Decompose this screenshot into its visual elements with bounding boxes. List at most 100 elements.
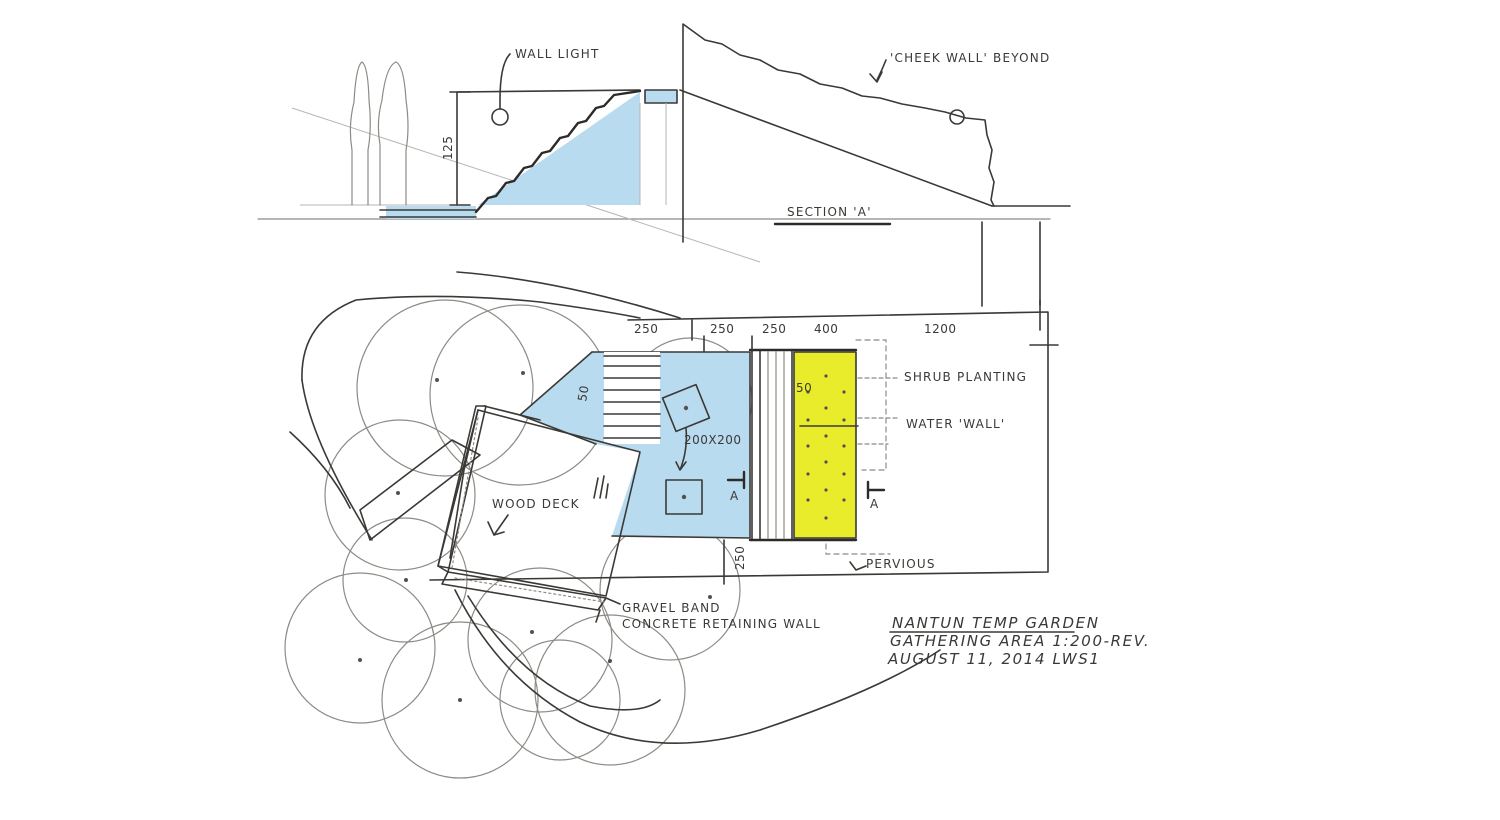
shrub-dot (806, 418, 810, 422)
shrub-dot (824, 488, 828, 492)
tree-circle (467, 567, 613, 713)
deck-left-line (449, 409, 479, 559)
path-curve-short (289, 431, 351, 509)
dim-50-b: 50 (796, 381, 812, 395)
human-figure-left (349, 61, 371, 206)
section-marker-left (726, 470, 746, 490)
wood-deck (437, 409, 641, 597)
tree-circle (324, 419, 476, 571)
dim-250-b: 250 (710, 322, 734, 336)
cheek-wall-outline (682, 23, 995, 243)
shrub-dot (806, 444, 810, 448)
human-figure-right (377, 61, 409, 206)
tree-trunk (608, 659, 612, 663)
wood-deck-label: WOOD DECK (492, 497, 580, 511)
dim-250-c: 250 (762, 322, 786, 336)
shrub-dot (806, 472, 810, 476)
tree-trunk (396, 491, 400, 495)
shrub-planting-bed (794, 352, 856, 538)
shrub-dots (806, 374, 846, 520)
water-wall-label: WATER 'WALL' (906, 417, 1005, 431)
pervious-arrow (849, 561, 867, 571)
landing-wall (359, 439, 481, 541)
plan-frame (429, 311, 1049, 581)
tree-trunk (458, 698, 462, 702)
pervious-dashed-boundary (855, 339, 887, 471)
plan-water-edge (591, 351, 751, 539)
tree-circle (356, 299, 534, 477)
section-cap-water (645, 90, 677, 103)
wood-deck-edge (483, 405, 541, 421)
tree-circle (534, 614, 686, 766)
gravel-band-bottom (454, 577, 605, 603)
plan-steps (603, 352, 661, 444)
section-cap (644, 89, 678, 104)
plinth-dim-leader (675, 427, 688, 471)
shrub-dot (824, 374, 828, 378)
retaining-wall-left (437, 405, 487, 573)
path-curve-bottom (454, 589, 941, 745)
shrub-dot (824, 516, 828, 520)
title-line-1: NANTUN TEMP GARDEN (892, 614, 1100, 632)
retaining-wall-leaders (595, 597, 621, 623)
wall-light-label: WALL LIGHT (515, 47, 599, 61)
wood-deck-arrow (487, 514, 509, 536)
tree-circle (284, 572, 436, 724)
shrub-dot (806, 390, 810, 394)
tree-trunk (530, 630, 534, 634)
section-a-label: SECTION 'A' (787, 205, 872, 219)
cheek-wall-light (949, 109, 965, 125)
tree-circle (381, 621, 539, 779)
shrub-dot (842, 472, 846, 476)
water-wall-band (752, 350, 792, 538)
shrub-dot (824, 434, 828, 438)
pervious-label: PERVIOUS (866, 557, 936, 571)
section-drawing: 125 WALL LIGHT 'CHEEK WALL' BEYOND SECTI… (257, 23, 1071, 307)
pervious-dashed-bottom (825, 543, 891, 555)
plinth-size-dim: 200X200 (684, 433, 742, 447)
shrub-planting-outline (793, 351, 857, 539)
dim-250-d: 250 (733, 546, 747, 570)
plan-drawing: WOOD DECK 200X200 (284, 271, 1059, 779)
cheek-wall-arrow (869, 71, 883, 83)
tree-trunk (435, 378, 439, 382)
shrub-dot (824, 460, 828, 464)
plinth-lower-dot (681, 494, 687, 500)
dim-50-a: 50 (575, 384, 592, 402)
plan-water-pool (520, 352, 750, 538)
wall-light-leader (499, 53, 511, 110)
cheek-wall-label: 'CHEEK WALL' BEYOND (890, 51, 1050, 65)
section-height-dim: 125 (441, 136, 455, 160)
path-curve-bottom-inner (467, 595, 661, 711)
dim-250-a: 250 (634, 322, 658, 336)
shrub-dot (842, 498, 846, 502)
section-stepped-wall (474, 89, 642, 214)
path-curve-top (456, 271, 681, 319)
gravel-band-left (451, 417, 479, 569)
plinth-upper (661, 383, 711, 433)
dim-1200: 1200 (924, 322, 957, 336)
plinth-upper-dot (683, 405, 689, 411)
tree-trunk (358, 658, 362, 662)
dim-400: 400 (814, 322, 838, 336)
wall-light-circle (491, 108, 509, 126)
plan-steps-bg (604, 352, 660, 444)
title-line-3: AUGUST 11, 2014 LWS1 (887, 650, 1101, 668)
tree-circle (499, 639, 621, 761)
cheek-wall-leader (876, 59, 887, 81)
shrub-dot (824, 406, 828, 410)
path-curve-lower-left (301, 379, 373, 541)
tree-trunk (404, 578, 408, 582)
shrub-planting-label: SHRUB PLANTING (904, 370, 1027, 384)
tree-circle (599, 519, 741, 661)
shrub-dot (806, 498, 810, 502)
tree-trunk (521, 371, 525, 375)
section-marker-right-label: A (870, 497, 879, 511)
tree-trunk (708, 595, 712, 599)
shrub-dot (842, 444, 846, 448)
cheek-wall-diagonal (679, 89, 993, 207)
concrete-wall-label: CONCRETE RETAINING WALL (622, 617, 821, 631)
shrub-dot (842, 418, 846, 422)
title-line-2: GATHERING AREA 1:200-REV. (890, 632, 1150, 650)
